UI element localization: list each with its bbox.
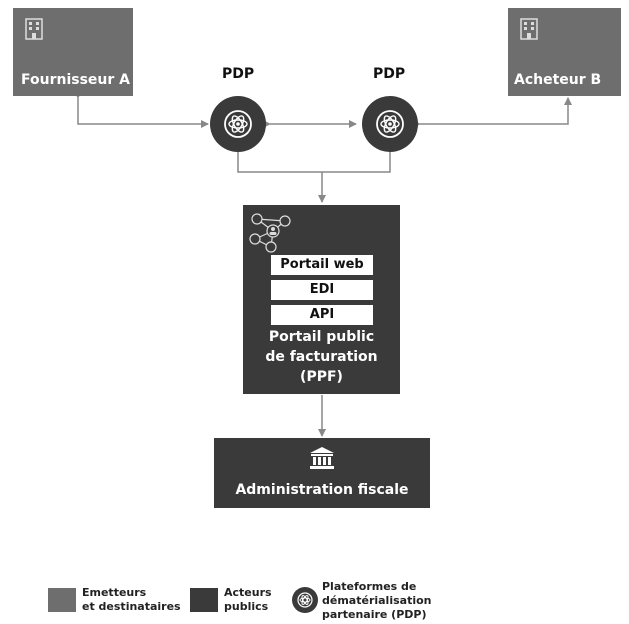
ppf-title-line1: Portail public	[268, 329, 375, 345]
channel-edi: EDI	[271, 280, 373, 300]
buyer-label: Acheteur B	[514, 72, 602, 88]
buyer-box: Acheteur B	[508, 8, 621, 96]
channel-portail-web: Portail web	[271, 255, 373, 275]
legend-public-line1: Acteurs	[224, 586, 272, 599]
network-people-icon	[249, 213, 291, 253]
atom-icon	[376, 110, 404, 138]
pdp-right-label: PDP	[373, 66, 406, 82]
legend-pdp-text: Plateformes de dématérialisation partena…	[322, 580, 431, 622]
admin-label: Administration fiscale	[235, 482, 409, 498]
supplier-label: Fournisseur A	[21, 72, 130, 88]
ppf-title-line3: (PPF)	[300, 369, 343, 385]
admin-box: Administration fiscale	[214, 438, 430, 508]
legend-public-text: Acteurs publics	[224, 586, 272, 614]
legend-emitters-text: Emetteurs et destinataires	[82, 586, 181, 614]
pdp-left-node	[210, 96, 266, 152]
ppf-box: Portail web EDI API Portail public de fa…	[243, 205, 400, 394]
building-icon	[520, 18, 538, 40]
atom-icon	[297, 592, 313, 608]
ppf-title: Portail public de facturation (PPF)	[243, 327, 400, 387]
legend-public-line2: publics	[224, 600, 269, 613]
legend-pdp-line2: dématérialisation	[322, 594, 432, 607]
pdp-right-node	[362, 96, 418, 152]
atom-icon	[224, 110, 252, 138]
legend-pdp-line3: partenaire (PDP)	[322, 608, 427, 621]
legend-emitters-line1: Emetteurs	[82, 586, 147, 599]
legend-pdp-line1: Plateformes de	[322, 580, 417, 593]
legend-emitters-line2: et destinataires	[82, 600, 181, 613]
legend-swatch-public	[190, 588, 218, 612]
pdp-left-label: PDP	[222, 66, 255, 82]
ppf-title-line2: de facturation	[265, 349, 378, 365]
legend-swatch-pdp	[292, 587, 318, 613]
supplier-box: Fournisseur A	[13, 8, 133, 96]
building-icon	[25, 18, 43, 40]
channel-api: API	[271, 305, 373, 325]
bank-icon	[310, 447, 334, 469]
legend-swatch-emitters	[48, 588, 76, 612]
